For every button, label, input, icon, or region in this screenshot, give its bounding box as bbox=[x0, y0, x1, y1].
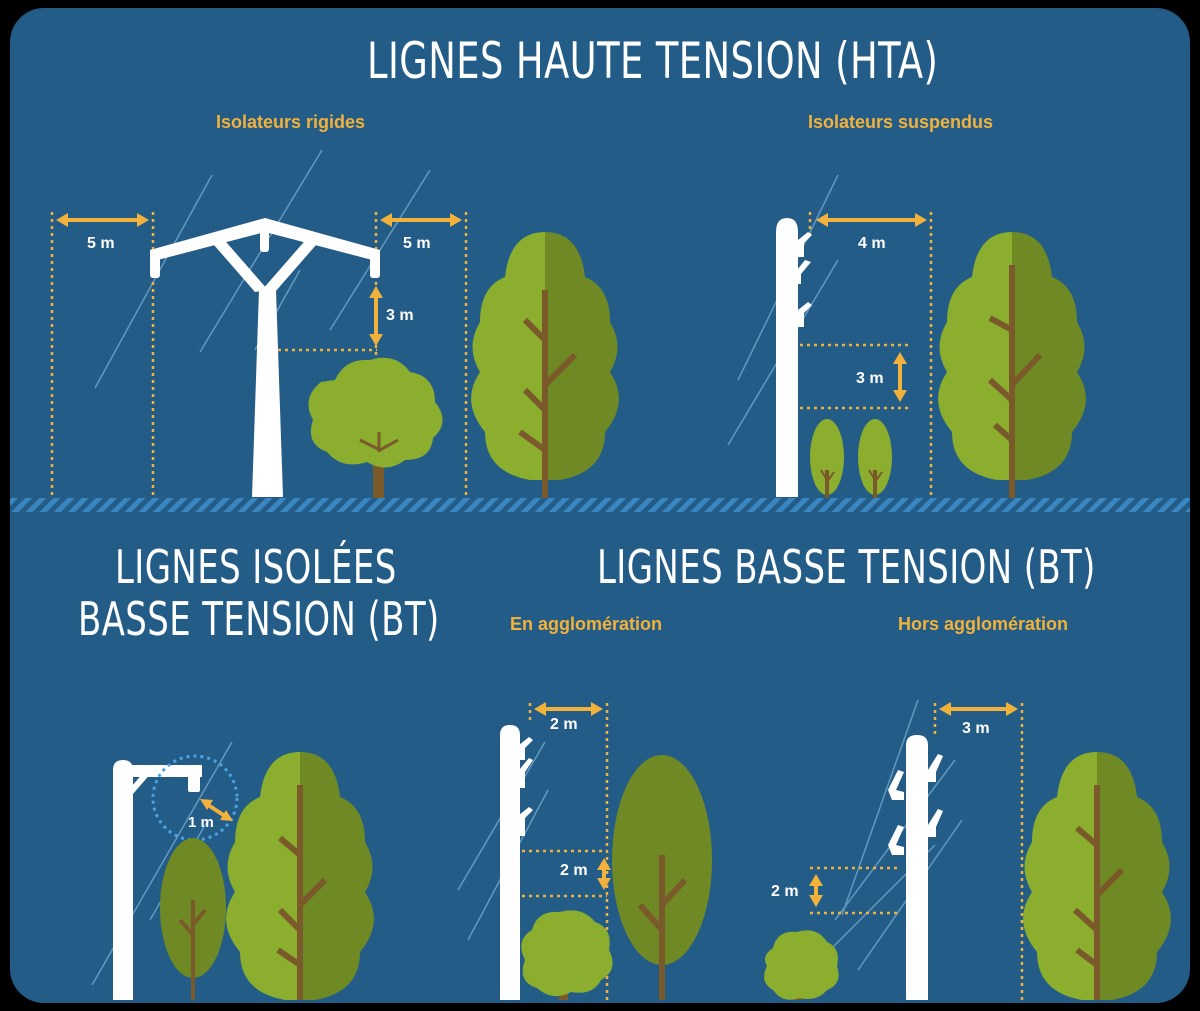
bt-urban-width-label: 2 m bbox=[550, 716, 578, 733]
big-tree-bt-rural bbox=[1023, 752, 1171, 1000]
hta-pylon bbox=[150, 218, 380, 497]
bt-rural-height-label: 2 m bbox=[771, 883, 799, 900]
bt-insulated-title-line2: BASSE TENSION (BT) bbox=[78, 592, 440, 646]
hta-pole bbox=[776, 218, 812, 497]
bt-rural-scene bbox=[764, 699, 1171, 1000]
bt-street-pole bbox=[113, 760, 202, 1000]
dimension-arrows bbox=[809, 702, 1018, 907]
bt-insulated-title-line1: LIGNES ISOLÉES bbox=[115, 540, 397, 594]
round-tree-rural bbox=[764, 930, 839, 1000]
bt-left-subtitle: En agglomération bbox=[510, 614, 663, 634]
rain-lines bbox=[819, 699, 963, 971]
bt-insulated-radius-label: 1 m bbox=[188, 814, 214, 831]
small-trees-pair bbox=[810, 419, 892, 498]
bt-insulated-scene bbox=[91, 741, 374, 1000]
oval-tree-urban bbox=[612, 755, 712, 1000]
round-tree-urban bbox=[521, 910, 613, 1000]
illustration bbox=[10, 149, 1190, 1000]
hta-right-width-label: 5 m bbox=[403, 235, 431, 252]
bt-right-subtitle: Hors agglomération bbox=[898, 614, 1069, 634]
bt-urban-height-label: 2 m bbox=[560, 862, 588, 879]
hta-suspended-scene bbox=[727, 174, 1086, 498]
hta-title: LIGNES HAUTE TENSION (HTA) bbox=[367, 32, 939, 90]
dimension-arrows bbox=[534, 702, 611, 890]
hta-height-label: 3 m bbox=[386, 307, 414, 324]
bt-title: LIGNES BASSE TENSION (BT) bbox=[597, 540, 1096, 594]
clearance-lines bbox=[50, 212, 468, 497]
big-tree-hta-left bbox=[471, 232, 619, 498]
hta-suspended-width-label: 4 m bbox=[858, 235, 886, 252]
infographic-panel: LIGNES HAUTE TENSION (HTA) Isolateurs ri… bbox=[10, 8, 1190, 1003]
round-tree bbox=[308, 357, 443, 498]
hta-suspended-height-label: 3 m bbox=[856, 370, 884, 387]
ground-divider bbox=[10, 498, 1190, 512]
hta-right-subtitle: Isolateurs suspendus bbox=[808, 112, 994, 132]
big-tree-hta-right bbox=[938, 232, 1086, 498]
clearance-lines bbox=[800, 212, 933, 497]
bt-rural-pole bbox=[888, 735, 943, 1000]
hta-left-width-label: 5 m bbox=[87, 235, 115, 252]
dimension-arrows bbox=[200, 799, 233, 821]
hta-left-subtitle: Isolateurs rigides bbox=[216, 112, 366, 132]
dimension-arrows bbox=[816, 213, 927, 402]
bt-urban-scene bbox=[457, 702, 712, 1000]
clearance-lines bbox=[810, 703, 1024, 1000]
bt-rural-width-label: 3 m bbox=[962, 720, 990, 737]
oval-tree-small bbox=[160, 838, 226, 1000]
dimension-arrows bbox=[56, 213, 462, 346]
hta-rigid-scene bbox=[50, 149, 619, 498]
big-tree-bt-insulated bbox=[226, 752, 374, 1000]
bt-urban-pole bbox=[500, 725, 533, 1000]
